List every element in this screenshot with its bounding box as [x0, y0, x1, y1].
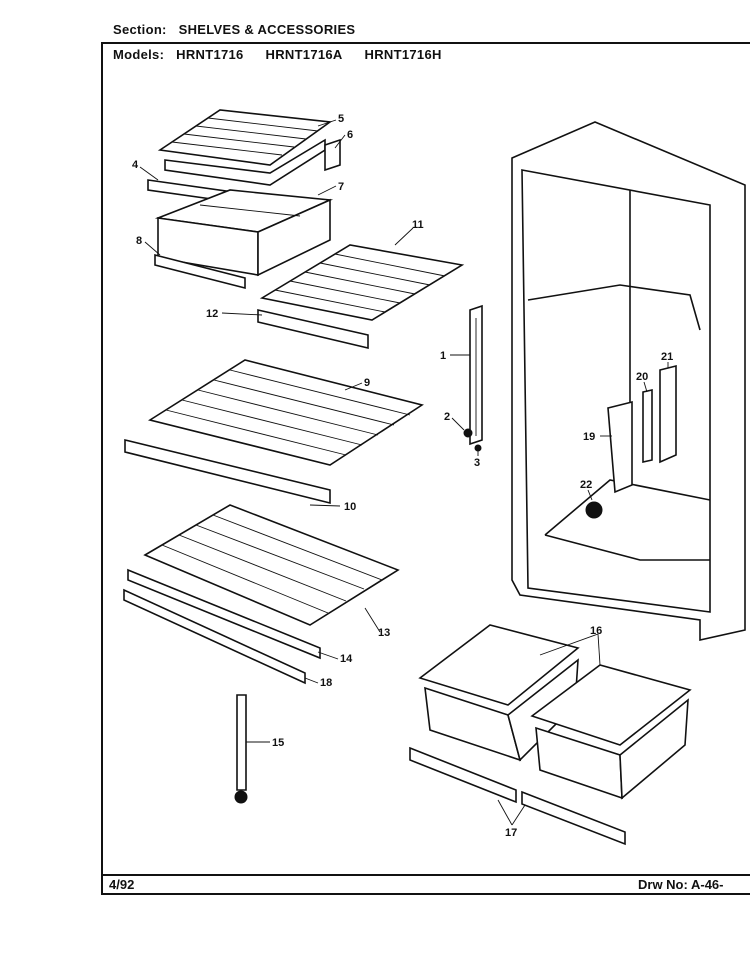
callout-5: 5	[338, 113, 344, 125]
callout-19: 19	[583, 431, 595, 443]
callout-7: 7	[338, 181, 344, 193]
callout-2: 2	[444, 411, 450, 423]
model-number: HRNT1716	[176, 47, 244, 62]
callout-6: 6	[347, 129, 353, 141]
model-number: HRNT1716A	[265, 47, 343, 62]
part-vertical-support	[234, 694, 248, 804]
part-screw	[463, 428, 482, 452]
callout-10: 10	[344, 501, 356, 513]
refrigerator-cabinet	[511, 121, 746, 641]
callout-18: 18	[320, 677, 332, 689]
part-large-wire-shelf	[147, 359, 424, 466]
callout-16: 16	[590, 625, 602, 637]
part-small-wire-shelf	[157, 109, 333, 186]
part-shelf-bracket	[324, 138, 341, 172]
part-shelf-ladder	[469, 304, 483, 446]
callout-1: 1	[440, 350, 446, 362]
part-crisper-rail	[409, 746, 626, 846]
callout-3: 3	[474, 457, 480, 469]
part-drawer	[154, 189, 334, 277]
date-code: 4/92	[109, 877, 135, 892]
drawing-number: Drw No: A-46-	[638, 877, 724, 892]
part-medium-wire-shelf	[259, 244, 465, 321]
part-shelf-rail	[123, 568, 321, 685]
footer-border	[101, 893, 750, 895]
callout-20: 20	[636, 371, 648, 383]
callout-4: 4	[132, 159, 139, 171]
callout-13: 13	[378, 627, 390, 639]
drawing-label: Drw No:	[638, 877, 688, 892]
drawing-frame	[101, 42, 750, 894]
callout-9: 9	[364, 377, 370, 389]
drawing-number-value: A-46-	[690, 877, 724, 892]
callout-22: 22	[580, 479, 592, 491]
part-crisper-drawer	[418, 624, 692, 800]
callout-leaders	[139, 119, 669, 826]
models-heading: Models: HRNT1716 HRNT1716A HRNT1716H	[113, 47, 460, 62]
section-heading: Section: SHELVES & ACCESSORIES	[113, 22, 355, 37]
callout-15: 15	[272, 737, 284, 749]
callout-21: 21	[661, 351, 673, 363]
callout-12: 12	[206, 308, 218, 320]
part-shelf-trim	[257, 308, 369, 350]
footer-divider	[101, 874, 750, 876]
callout-14: 14	[340, 653, 353, 665]
models-label: Models:	[113, 47, 165, 62]
callout-17: 17	[505, 827, 517, 839]
section-value: SHELVES & ACCESSORIES	[178, 22, 356, 37]
callout-11: 11	[412, 219, 424, 231]
part-drawer-trim	[154, 253, 246, 290]
part-shelf-trim-long	[124, 438, 331, 505]
section-label: Section:	[113, 22, 167, 37]
part-thermostat-housing	[585, 364, 677, 519]
model-number: HRNT1716H	[364, 47, 442, 62]
part-glass-shelf	[143, 504, 400, 626]
callout-8: 8	[136, 235, 142, 247]
